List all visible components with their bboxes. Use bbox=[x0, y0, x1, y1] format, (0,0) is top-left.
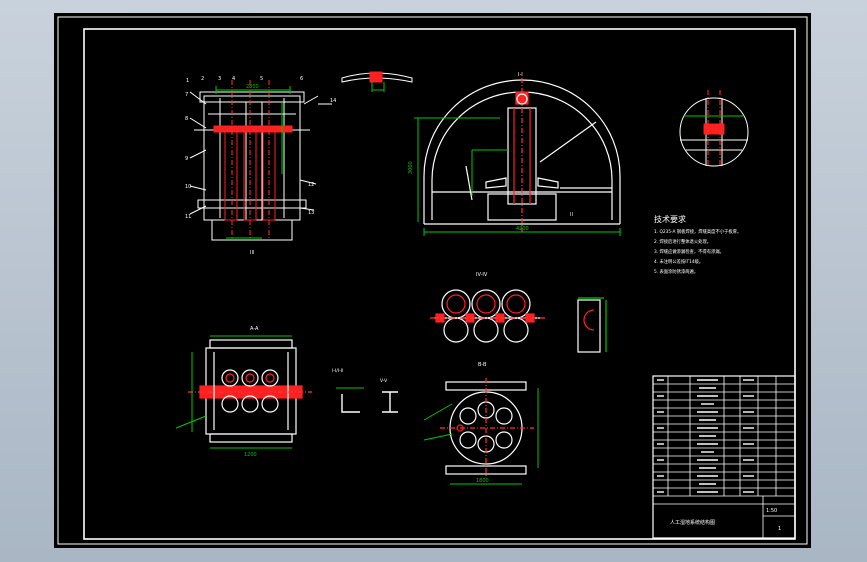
plan-dimensions bbox=[175, 335, 292, 449]
tech-req-title: 技术要求 bbox=[654, 214, 686, 224]
section-profiles bbox=[336, 387, 398, 413]
svg-text:4: 4 bbox=[232, 76, 235, 82]
bottom-left-dimension: 1200 bbox=[244, 452, 257, 458]
bb-label: B-B bbox=[478, 362, 487, 368]
tube-section: IV-IV bbox=[430, 272, 546, 343]
sheet-number: 1 bbox=[778, 526, 781, 532]
svg-text:8: 8 bbox=[185, 116, 188, 122]
drawing-background bbox=[54, 13, 811, 548]
tech-req-line: 1. Q235-A 钢板焊接，焊缝高度不小于板厚。 bbox=[654, 228, 741, 235]
bb-dimensions bbox=[423, 388, 539, 485]
plan-view: A-A bbox=[188, 326, 312, 443]
parts-list-entries bbox=[657, 379, 754, 493]
right-view-label: II bbox=[570, 212, 573, 218]
svg-text:10: 10 bbox=[185, 184, 191, 190]
aa-label: A-A bbox=[250, 326, 259, 332]
left-view-label: III bbox=[250, 250, 254, 256]
v-label: V-V bbox=[380, 378, 388, 384]
outer-frame bbox=[57, 16, 808, 545]
width-dimension: 4200 bbox=[516, 226, 529, 232]
top-detail bbox=[341, 71, 413, 92]
left-top-dimension: 2800 bbox=[246, 84, 259, 90]
svg-text:12: 12 bbox=[308, 182, 314, 188]
tech-req-line: 5. 表面涂防锈漆两遍。 bbox=[654, 268, 698, 275]
drawing-name: 人工湿地系统结构图 bbox=[670, 519, 715, 526]
svg-text:2: 2 bbox=[201, 76, 204, 82]
height-dimension: 3000 bbox=[408, 161, 414, 174]
tech-req-line: 3. 焊缝应做渗漏检查，不得有渗漏。 bbox=[654, 248, 724, 255]
svg-text:3: 3 bbox=[218, 76, 221, 82]
parts-list bbox=[652, 375, 796, 539]
svg-text:7: 7 bbox=[185, 92, 188, 98]
bb-view: B-B bbox=[440, 362, 534, 478]
svg-text:9: 9 bbox=[185, 156, 188, 162]
detail-label: I-I/I-II bbox=[332, 368, 343, 374]
svg-text:14: 14 bbox=[330, 98, 336, 104]
inner-frame bbox=[83, 28, 796, 540]
detail-circle bbox=[679, 90, 749, 167]
tech-req-lines: 1. Q235-A 钢板焊接，焊缝高度不小于板厚。 2. 焊接后进行整体退火处理… bbox=[654, 228, 741, 275]
svg-text:5: 5 bbox=[260, 76, 263, 82]
arch-dimensions bbox=[414, 117, 621, 236]
drawing-scale: 1:50 bbox=[766, 508, 777, 514]
svg-text:1: 1 bbox=[186, 78, 189, 84]
svg-text:11: 11 bbox=[185, 214, 191, 220]
tech-req-line: 4. 未注明公差按IT14级。 bbox=[654, 258, 703, 265]
elevation-view bbox=[189, 80, 332, 241]
tube-section-label: IV-IV bbox=[476, 272, 488, 278]
tech-req-line: 2. 焊接后进行整体退火处理。 bbox=[654, 238, 711, 245]
svg-text:6: 6 bbox=[300, 76, 303, 82]
svg-text:13: 13 bbox=[308, 210, 314, 216]
elevation-dimensions bbox=[215, 86, 291, 239]
arch-section bbox=[423, 78, 621, 232]
bracket-profile bbox=[577, 297, 607, 353]
top-section-label: I-I bbox=[518, 72, 523, 78]
bb-width-dimension: 1800 bbox=[476, 478, 489, 484]
